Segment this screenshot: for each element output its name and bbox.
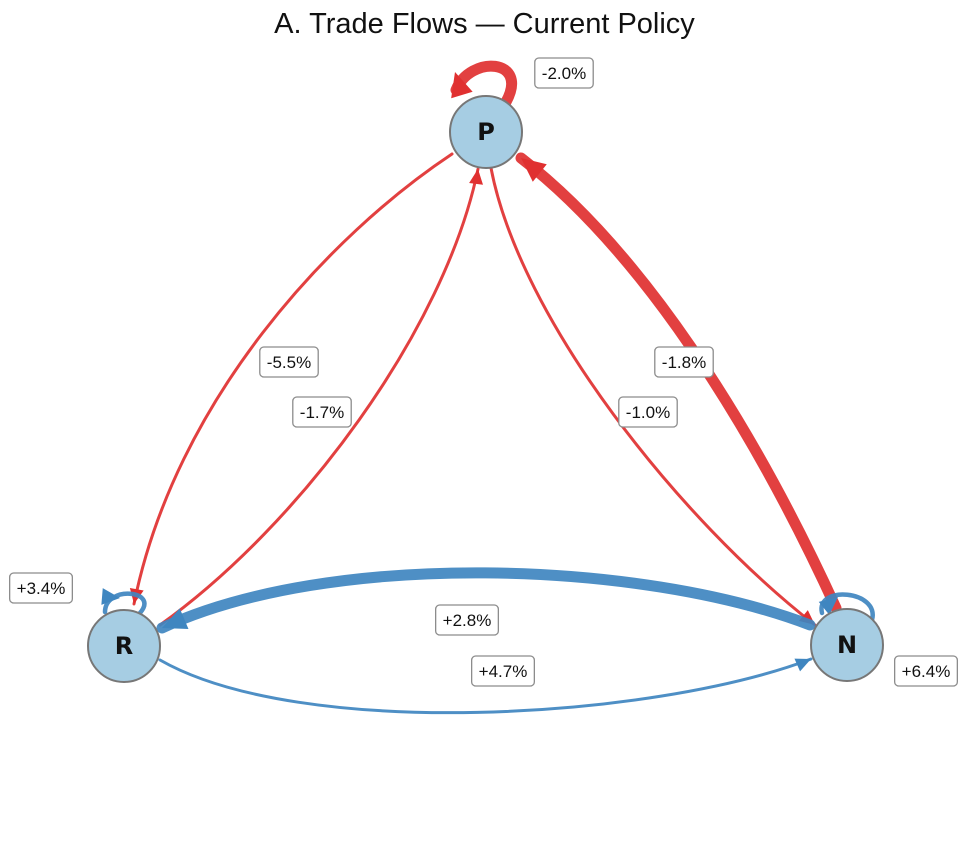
edge-r-self [102,591,147,616]
edge-label-box [894,655,958,687]
edge-label-p-to-n: -1.0% [618,396,678,428]
edge-label-text: -2.0% [542,64,586,83]
edge-label-r-self: +3.4% [9,572,73,604]
edge-label-text: +2.8% [443,611,492,630]
edge-p-to-r [132,152,454,606]
edge-label-text: +6.4% [902,662,951,681]
edge-label-box [534,57,594,89]
edge-n-to-r [156,567,816,634]
node-r [87,609,161,683]
node-label-r: R [115,632,133,660]
edge-label-p-self: -2.0% [534,57,594,89]
edge-label-box [292,396,352,428]
arrowhead-n-to-p [521,158,547,182]
edge-p-self [450,60,518,108]
edge-label-text: -5.5% [267,353,311,372]
edge-p-to-n [489,166,817,627]
edge-label-text: -1.7% [300,403,344,422]
arrowhead-r-to-p [469,169,483,185]
arrowhead-n-to-r [162,608,189,629]
node-p [449,95,523,169]
edge-label-box [654,346,714,378]
edge-label-r-to-n: +4.7% [471,655,535,687]
edge-label-n-to-r: +2.8% [435,604,499,636]
node-label-p: P [477,118,495,146]
node-n [810,608,884,682]
edge-r-to-n [158,657,813,715]
edge-label-n-self: +6.4% [894,655,958,687]
edge-label-box [618,396,678,428]
node-label-n: N [837,631,857,659]
edge-label-text: +3.4% [17,579,66,598]
edge-label-text: +4.7% [479,662,528,681]
edge-label-text: -1.8% [662,353,706,372]
arrowhead-r-self [101,588,120,605]
edge-label-n-to-p: -1.8% [654,346,714,378]
edge-label-box [259,346,319,378]
edge-r-to-p [158,167,480,627]
arrowhead-r-to-n [794,658,811,672]
edge-label-box [471,655,535,687]
arrowhead-p-self [451,72,473,99]
arrowhead-n-self [818,597,838,615]
edge-label-box [9,572,73,604]
edge-label-p-to-r: -5.5% [259,346,319,378]
edge-label-box [435,604,499,636]
edge-label-text: -1.0% [626,403,670,422]
diagram-title: A. Trade Flows — Current Policy [274,8,695,40]
edge-n-to-p [515,152,842,614]
edge-label-r-to-p: -1.7% [292,396,352,428]
